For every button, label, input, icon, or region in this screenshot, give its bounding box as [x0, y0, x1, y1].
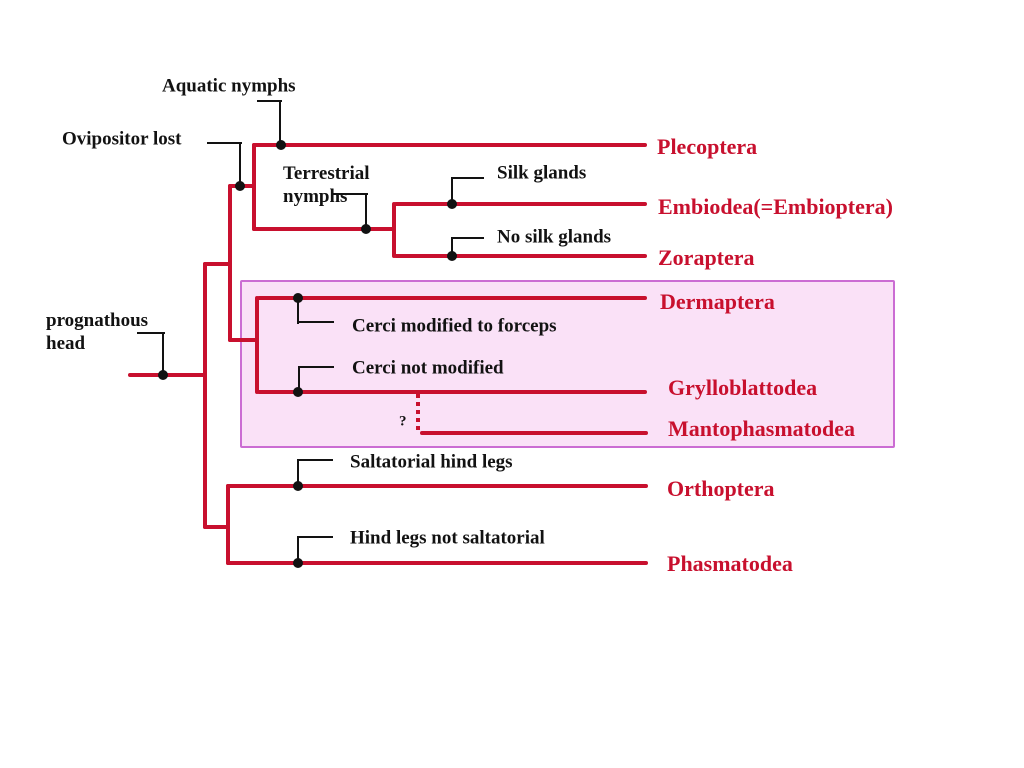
connector-cerci-not-modified-v: [298, 366, 300, 394]
connector-not-saltatorial-v: [297, 536, 299, 565]
label-ovipositor-lost: Ovipositor lost: [62, 128, 182, 150]
connector-aquatic-nymphs-v: [279, 100, 281, 145]
branch-orthoptera: [226, 484, 648, 488]
node-dot-aquatic-nymphs: [276, 140, 286, 150]
connector-prognathous-h: [137, 332, 165, 334]
taxon-grylloblattodea: Grylloblattodea: [668, 375, 818, 400]
connector-saltatorial-v: [297, 460, 299, 488]
branch-terrestrial-stem: [252, 227, 396, 231]
label-cerci-not-modified: Cerci not modified: [352, 357, 504, 379]
highlight-box-gladiators-clade: [240, 280, 895, 448]
connector-cerci-not-modified-h: [298, 366, 334, 368]
connector-terrestrial-nymphs-v: [365, 193, 367, 231]
label-saltatorial: Saltatorial hind legs: [350, 451, 513, 473]
connector-no-silk-glands-h: [451, 237, 484, 239]
branch-mantophasmatodea: [420, 431, 648, 435]
connector-cerci-forceps-h: [297, 321, 334, 323]
node-dot-no-silk-glands: [447, 251, 457, 261]
branch-mantophasmatodea-uncertain-dotted: [416, 394, 420, 430]
connector-cerci-forceps-v: [297, 298, 299, 324]
branch-grylloblattodea: [257, 390, 647, 394]
node-dot-not-saltatorial: [293, 558, 303, 568]
branch-embiodea: [394, 202, 647, 206]
branch-zoraptera: [394, 254, 647, 258]
label-not-saltatorial: Hind legs not saltatorial: [350, 527, 545, 549]
taxon-dermaptera: Dermaptera: [660, 289, 775, 314]
label-terrestrial-nymphs: Terrestrial nymphs: [283, 163, 370, 207]
connector-aquatic-nymphs-h: [257, 100, 282, 102]
branch-phasmatodea: [226, 561, 648, 565]
branch-dermaptera: [257, 296, 647, 300]
branch-plecoptera: [252, 143, 647, 147]
taxon-embiodea: Embiodea(=Embioptera): [658, 194, 893, 219]
branch-split-orthoptera-phasmatodea: [226, 484, 230, 565]
taxon-orthoptera: Orthoptera: [667, 476, 775, 501]
label-aquatic-nymphs: Aquatic nymphs: [162, 75, 296, 97]
node-dot-silk-glands: [447, 199, 457, 209]
connector-silk-glands-v: [451, 177, 453, 206]
node-dot-cerci-not-modified: [293, 387, 303, 397]
taxon-zoraptera: Zoraptera: [658, 245, 755, 270]
connector-not-saltatorial-h: [297, 536, 333, 538]
label-cerci-forceps: Cerci modified to forceps: [352, 315, 557, 337]
taxon-mantophasmatodea: Mantophasmatodea: [668, 416, 856, 441]
label-no-silk-glands: No silk glands: [497, 226, 612, 248]
branch-upper-clade-stem: [203, 262, 232, 266]
label-prognathous-head: prognathous head: [46, 310, 149, 354]
connector-terrestrial-nymphs-h: [332, 193, 368, 195]
branch-trunk: [203, 262, 207, 529]
connector-ovipositor-lost-v: [239, 142, 241, 188]
label-uncertainty-question-mark: ?: [399, 413, 407, 430]
connector-ovipositor-lost-h: [207, 142, 242, 144]
connector-prognathous-v: [162, 332, 164, 377]
node-dot-cerci-forceps: [293, 293, 303, 303]
connector-no-silk-glands-v: [451, 237, 453, 258]
connector-saltatorial-h: [297, 459, 333, 461]
label-silk-glands: Silk glands: [497, 162, 587, 184]
taxon-phasmatodea: Phasmatodea: [667, 551, 793, 576]
node-dot-ovipositor-lost: [235, 181, 245, 191]
node-dot-terrestrial-nymphs: [361, 224, 371, 234]
taxon-plecoptera: Plecoptera: [657, 134, 758, 159]
connector-silk-glands-h: [451, 177, 484, 179]
branch-pink-clade-stem: [228, 338, 259, 342]
node-dot-prognathous-head: [158, 370, 168, 380]
branch-split-dermaptera-grylloblattodea: [255, 296, 259, 394]
branch-lower-clade-stem: [203, 525, 230, 529]
node-dot-saltatorial: [293, 481, 303, 491]
